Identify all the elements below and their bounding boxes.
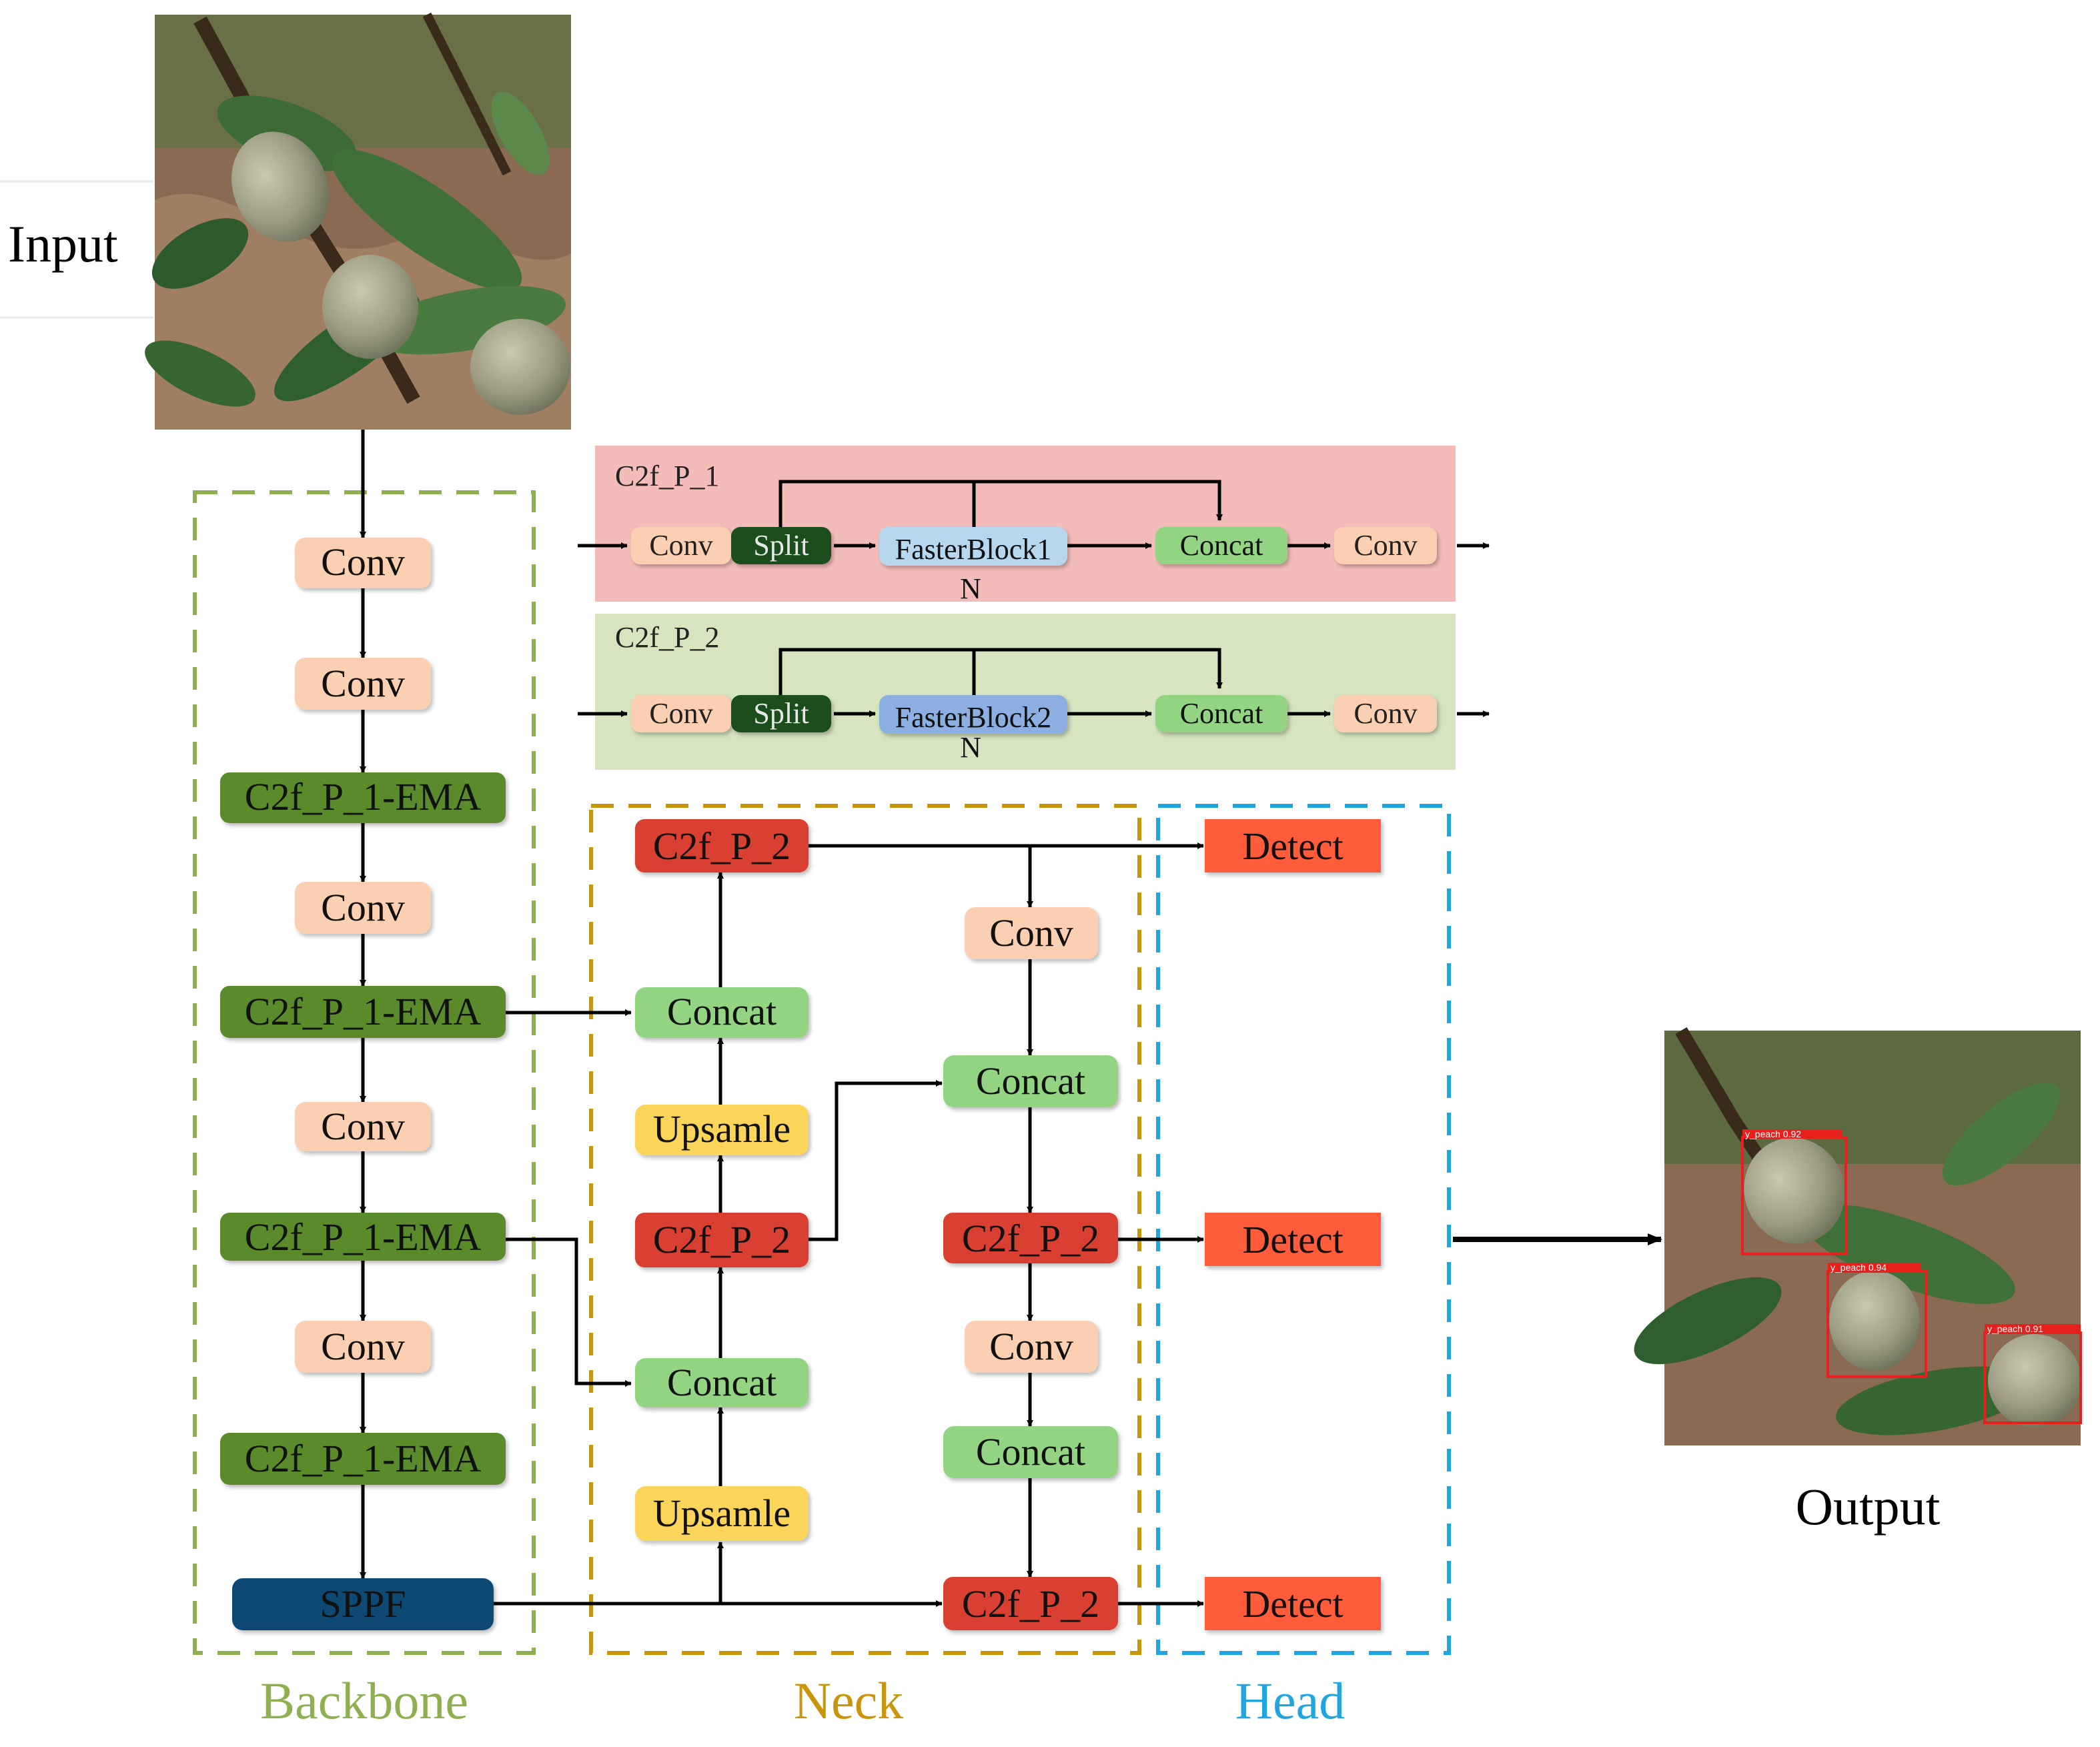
- panel-background: [595, 446, 1456, 602]
- backbone-c2f-ema-3: [220, 1213, 506, 1261]
- detection-label: y_peach 0.91: [1987, 1323, 2043, 1334]
- panel-title: C2f_P_2: [615, 621, 719, 654]
- head-blocks: Detect Detect Detect: [1205, 819, 1381, 1630]
- svg-text:FasterBlock1: FasterBlock1: [895, 533, 1052, 566]
- panel2-split: [731, 695, 831, 732]
- neck-concat-2: [635, 1358, 809, 1407]
- backbone-conv-4: [295, 1102, 431, 1151]
- svg-text:Split: Split: [753, 529, 809, 562]
- svg-text:Concat: Concat: [667, 990, 776, 1033]
- panel1-repeat-n: N: [960, 572, 981, 605]
- head-frame: [1156, 804, 1451, 1655]
- svg-text:C2f_P_1-EMA: C2f_P_1-EMA: [245, 1215, 482, 1259]
- svg-text:Concat: Concat: [1180, 697, 1263, 730]
- panel2-concat: [1155, 695, 1287, 732]
- svg-text:C2f_P_2: C2f_P_2: [962, 1217, 1099, 1260]
- backbone-conv-1: [295, 538, 431, 588]
- svg-text:Concat: Concat: [667, 1361, 776, 1404]
- svg-text:Conv: Conv: [649, 697, 712, 730]
- panel1-concat: [1155, 527, 1287, 564]
- neck-concat-1: [635, 987, 809, 1038]
- svg-text:C2f_P_1-EMA: C2f_P_1-EMA: [245, 775, 482, 818]
- panel-title: C2f_P_1: [615, 460, 719, 492]
- svg-text:C2f_P_2: C2f_P_2: [962, 1582, 1099, 1626]
- detect-top: [1205, 819, 1381, 872]
- detect-middle: [1205, 1213, 1381, 1266]
- svg-text:SPPF: SPPF: [320, 1582, 406, 1626]
- svg-text:Conv: Conv: [989, 911, 1073, 955]
- svg-text:Upsamle: Upsamle: [653, 1107, 791, 1151]
- neck-concat-3: [943, 1055, 1118, 1107]
- neck-frame: [589, 804, 1141, 1655]
- svg-text:Conv: Conv: [649, 529, 712, 562]
- panel2-fasterblock: [879, 695, 1067, 734]
- detect-bottom: [1205, 1577, 1381, 1630]
- panel1-fasterblock: [879, 527, 1067, 566]
- svg-text:FasterBlock2: FasterBlock2: [895, 701, 1052, 734]
- panel2-repeat-n: N: [960, 731, 981, 764]
- neck-blocks: C2f_P_2 Concat Upsamle C2f_P_2 Concat Up…: [635, 819, 1118, 1630]
- svg-text:Upsamle: Upsamle: [653, 1492, 791, 1535]
- output-label: Output: [1796, 1478, 1941, 1536]
- backbone-label: Backbone: [260, 1672, 468, 1730]
- neck-c2f-p2-top: [635, 819, 809, 872]
- svg-text:Concat: Concat: [976, 1059, 1085, 1103]
- backbone-c2f-ema-1: [220, 772, 506, 823]
- neck-concat-4: [943, 1426, 1118, 1478]
- backbone-c2f-ema-2: [220, 986, 506, 1038]
- panel-background: [595, 614, 1456, 770]
- neck-upsample-1: [635, 1105, 809, 1155]
- backbone-conv-3: [295, 882, 431, 934]
- backbone-c2f-ema-4: [220, 1433, 506, 1485]
- c2f-p2-panel: C2f_P_2 Conv Split FasterBlock2 N Concat…: [578, 614, 1490, 770]
- neck-c2f-p2-right-2: [943, 1577, 1118, 1630]
- panel1-split: [731, 527, 831, 564]
- output-image: y_peach 0.92 y_peach 0.94 y_peach 0.91: [1634, 1027, 2082, 1445]
- panel1-conv-out: [1334, 527, 1437, 564]
- svg-text:Conv: Conv: [1354, 697, 1417, 730]
- svg-text:Conv: Conv: [321, 662, 405, 705]
- svg-text:Detect: Detect: [1242, 1582, 1343, 1626]
- backbone-conv-2: [295, 658, 431, 710]
- svg-text:C2f_P_2: C2f_P_2: [653, 824, 791, 868]
- svg-text:C2f_P_1-EMA: C2f_P_1-EMA: [245, 990, 482, 1033]
- backbone-blocks: Conv Conv C2f_P_1-EMA Conv C2f_P_1-EMA C…: [220, 538, 506, 1630]
- svg-text:Conv: Conv: [321, 886, 405, 929]
- svg-text:Conv: Conv: [321, 1325, 405, 1368]
- neck-upsample-2: [635, 1486, 809, 1541]
- detection-label: y_peach 0.92: [1745, 1129, 1801, 1139]
- svg-text:Split: Split: [753, 697, 809, 730]
- neck-label: Neck: [794, 1672, 904, 1730]
- neck-c2f-p2-right-1: [943, 1213, 1118, 1263]
- svg-text:Concat: Concat: [1180, 529, 1263, 562]
- input-label: Input: [8, 215, 118, 273]
- c2f-p1-panel: C2f_P_1 Conv Split FasterBlock1 N Concat…: [578, 446, 1490, 605]
- connectors: [360, 430, 1204, 1607]
- svg-text:Conv: Conv: [321, 1105, 405, 1148]
- svg-text:Detect: Detect: [1242, 1218, 1343, 1261]
- backbone-sppf: [232, 1578, 494, 1630]
- detection-label: y_peach 0.94: [1830, 1262, 1887, 1273]
- backbone-conv-5: [295, 1321, 431, 1373]
- svg-text:Conv: Conv: [321, 540, 405, 584]
- panel1-conv-in: [631, 527, 731, 564]
- neck-c2f-p2-mid: [635, 1213, 809, 1267]
- svg-text:Concat: Concat: [976, 1430, 1085, 1474]
- panel2-conv-in: [631, 695, 731, 732]
- head-label: Head: [1235, 1672, 1346, 1730]
- input-image: [145, 12, 571, 430]
- svg-text:Conv: Conv: [1354, 529, 1417, 562]
- svg-text:Conv: Conv: [989, 1325, 1073, 1368]
- neck-conv-1: [965, 907, 1098, 959]
- neck-conv-2: [965, 1321, 1098, 1373]
- panel2-conv-out: [1334, 695, 1437, 732]
- svg-text:C2f_P_1-EMA: C2f_P_1-EMA: [245, 1437, 482, 1480]
- svg-text:Detect: Detect: [1242, 824, 1343, 868]
- svg-text:C2f_P_2: C2f_P_2: [653, 1218, 791, 1261]
